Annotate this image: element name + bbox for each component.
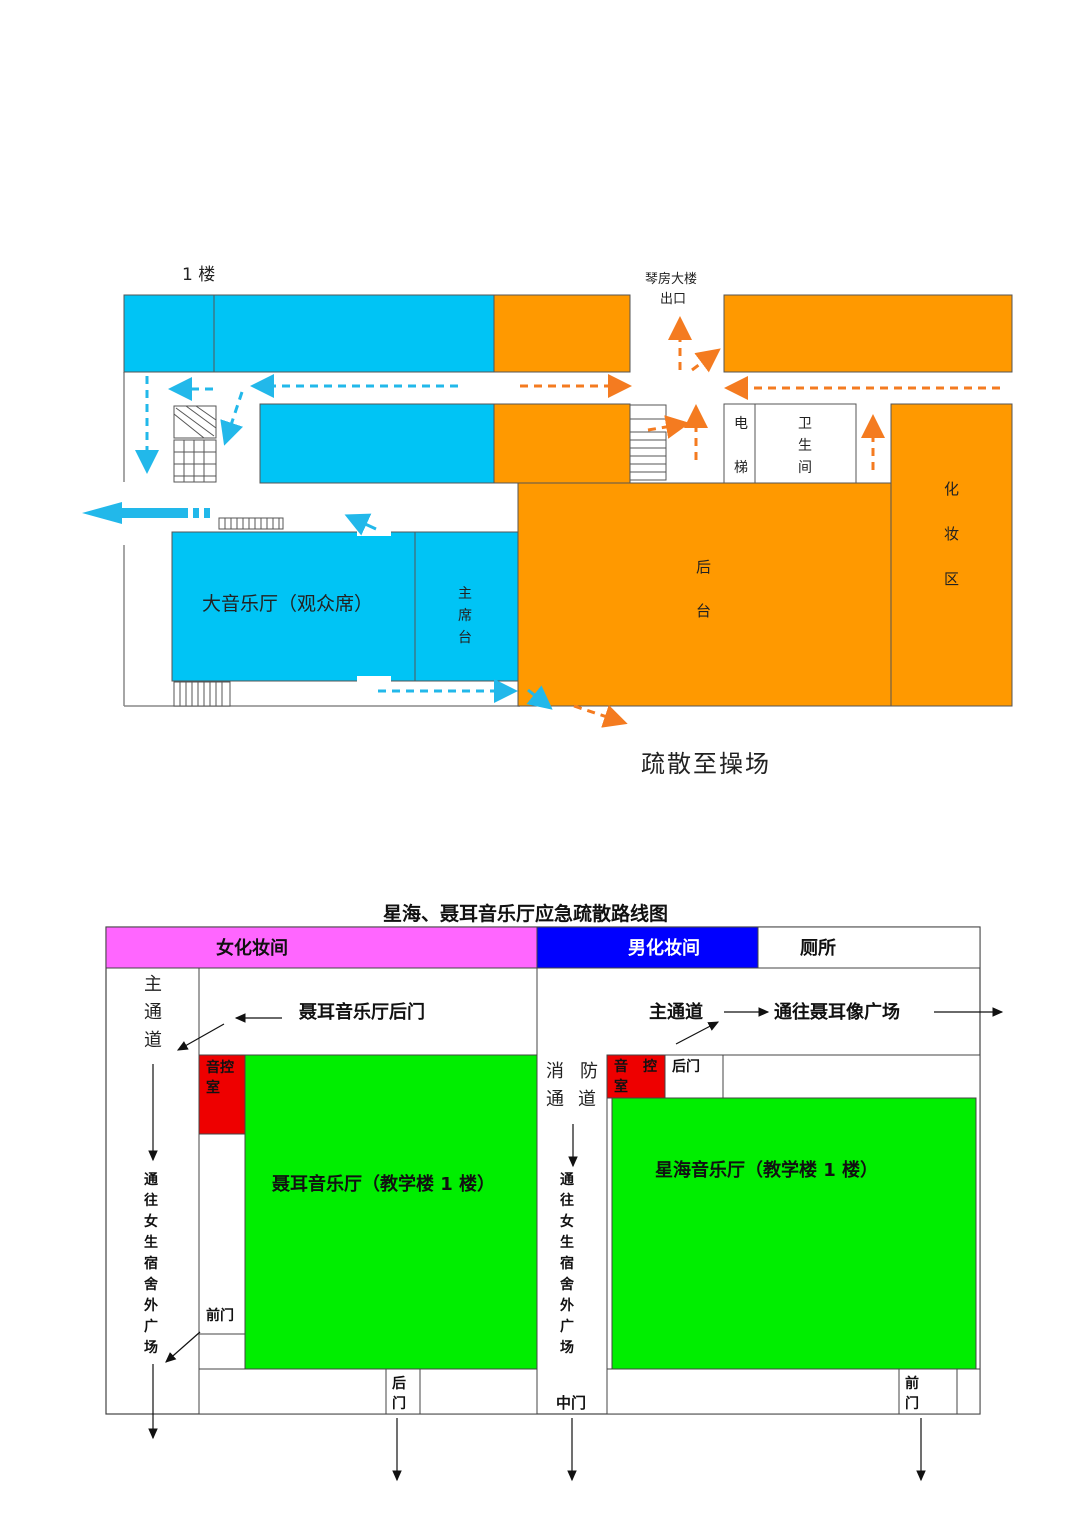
room-orange-3 bbox=[493, 403, 631, 484]
main-hall-label: 大音乐厅（观众席） bbox=[202, 593, 373, 615]
sound-room-right bbox=[606, 1054, 666, 1099]
toilet-label: 厕所 bbox=[800, 938, 836, 959]
exit-label-2: 出口 bbox=[660, 292, 686, 307]
svg-text:女: 女 bbox=[144, 1213, 158, 1230]
svg-text:往: 往 bbox=[560, 1192, 574, 1209]
female-makeup-room bbox=[105, 926, 538, 969]
main-aisle-1: 主 bbox=[144, 974, 162, 995]
backstage-label-1: 后 bbox=[696, 558, 711, 576]
main-aisle-right-label: 主通道 bbox=[649, 1001, 703, 1023]
xinghai-hall-label: 星海音乐厅（教学楼 1 楼） bbox=[655, 1159, 878, 1181]
middle-door-label: 中门 bbox=[556, 1394, 586, 1412]
svg-text:生: 生 bbox=[144, 1234, 158, 1251]
svg-text:女: 女 bbox=[560, 1213, 574, 1230]
evacuation-arrows-orange bbox=[520, 316, 1000, 728]
room-orange-1 bbox=[493, 294, 631, 373]
backstage bbox=[517, 482, 892, 707]
rostrum-label-3: 台 bbox=[458, 630, 472, 646]
floor-plan-2: 星海、聂耳音乐厅应急疏散路线图 女化妆间 男化妆间 厕所 音控 室 聂耳音乐厅（… bbox=[105, 902, 1004, 1482]
toilet-label-2: 生 bbox=[798, 438, 812, 454]
stairs-icon bbox=[218, 517, 284, 530]
floor-label: 1 楼 bbox=[182, 265, 215, 285]
toilet-room bbox=[757, 926, 981, 969]
svg-text:舍: 舍 bbox=[143, 1276, 159, 1293]
svg-text:宿: 宿 bbox=[144, 1255, 158, 1272]
fire-lane-2: 防 bbox=[580, 1061, 598, 1082]
evacuate-label: 疏散至操场 bbox=[641, 750, 771, 778]
exit-arrow-icon bbox=[82, 502, 210, 524]
stairs-icon bbox=[629, 431, 667, 481]
back-door-v2: 门 bbox=[392, 1395, 406, 1412]
sound-room-left-1: 音控 bbox=[206, 1059, 234, 1076]
rostrum-label-2: 席 bbox=[458, 608, 472, 624]
makeup-label-1: 化 bbox=[944, 480, 959, 498]
elevator-label-2: 梯 bbox=[734, 460, 748, 476]
to-dorm-left: 通 往 女 生 宿 舍 外 广 场 bbox=[143, 1172, 159, 1356]
sound-room-right-2: 控 bbox=[643, 1058, 657, 1075]
front-door-v1: 前 bbox=[905, 1375, 919, 1392]
svg-text:通: 通 bbox=[144, 1172, 158, 1188]
front-door-v2: 门 bbox=[905, 1395, 919, 1412]
evacuation-arrows-blue bbox=[135, 374, 553, 710]
xinghai-hall bbox=[611, 1097, 977, 1370]
stairs-icon bbox=[173, 681, 231, 707]
svg-text:宿: 宿 bbox=[560, 1255, 574, 1272]
makeup-label-2: 妆 bbox=[944, 525, 959, 543]
front-door-left: 前门 bbox=[206, 1307, 234, 1324]
svg-text:场: 场 bbox=[560, 1340, 574, 1356]
route-arrows bbox=[148, 1007, 1004, 1482]
toilet-label-1: 卫 bbox=[798, 416, 812, 432]
rostrum-label-1: 主 bbox=[458, 586, 472, 602]
toilet-label-3: 间 bbox=[798, 460, 812, 476]
room-orange-2 bbox=[723, 294, 1013, 373]
makeup-area bbox=[890, 403, 1013, 707]
room-blue-2 bbox=[213, 294, 495, 373]
exit-label-1: 琴房大楼 bbox=[645, 271, 697, 287]
svg-text:场: 场 bbox=[144, 1340, 158, 1356]
nie-er-back-door-label: 聂耳音乐厅后门 bbox=[298, 1001, 425, 1023]
svg-text:外: 外 bbox=[144, 1297, 158, 1314]
svg-text:广: 广 bbox=[560, 1318, 574, 1335]
male-makeup-room bbox=[536, 926, 759, 969]
to-dorm-middle: 通 往 女 生 宿 舍 外 广 场 bbox=[559, 1172, 575, 1356]
svg-text:舍: 舍 bbox=[559, 1276, 575, 1293]
back-door-right: 后门 bbox=[672, 1058, 700, 1075]
svg-text:广: 广 bbox=[144, 1318, 158, 1335]
room-blue-1 bbox=[123, 294, 215, 373]
svg-text:外: 外 bbox=[560, 1297, 574, 1314]
floor-plan-1: 1 楼 电 梯 卫 生 间 化 妆 区 bbox=[82, 265, 1013, 778]
makeup-label-3: 区 bbox=[944, 570, 959, 588]
toilet bbox=[754, 403, 857, 484]
fire-lane-4: 道 bbox=[578, 1089, 596, 1110]
nie-er-hall bbox=[244, 1054, 538, 1370]
sound-room-left bbox=[198, 1054, 246, 1135]
back-door-v1: 后 bbox=[392, 1375, 406, 1392]
rostrum bbox=[414, 531, 519, 682]
room-blue-3 bbox=[259, 403, 495, 484]
elevator-label-1: 电 bbox=[734, 416, 748, 432]
plan2-title: 星海、聂耳音乐厅应急疏散路线图 bbox=[383, 902, 668, 925]
main-aisle-3: 道 bbox=[144, 1030, 162, 1051]
sound-room-left-2: 室 bbox=[206, 1079, 220, 1096]
sound-room-right-1: 音 bbox=[614, 1058, 628, 1075]
male-makeup-label: 男化妆间 bbox=[628, 937, 700, 959]
svg-text:生: 生 bbox=[560, 1234, 574, 1251]
sound-room-right-3: 室 bbox=[614, 1078, 628, 1095]
main-aisle-2: 通 bbox=[144, 1002, 162, 1023]
fire-lane-1: 消 bbox=[546, 1061, 564, 1082]
stairs-icon bbox=[173, 405, 217, 483]
female-makeup-label: 女化妆间 bbox=[216, 937, 288, 959]
nie-er-hall-label: 聂耳音乐厅（教学楼 1 楼） bbox=[271, 1173, 495, 1195]
backstage-label-2: 台 bbox=[696, 602, 711, 620]
fire-lane-3: 通 bbox=[546, 1089, 564, 1110]
to-statue-label: 通往聂耳像广场 bbox=[774, 1001, 900, 1023]
svg-text:通: 通 bbox=[560, 1172, 574, 1188]
svg-text:往: 往 bbox=[144, 1192, 158, 1209]
